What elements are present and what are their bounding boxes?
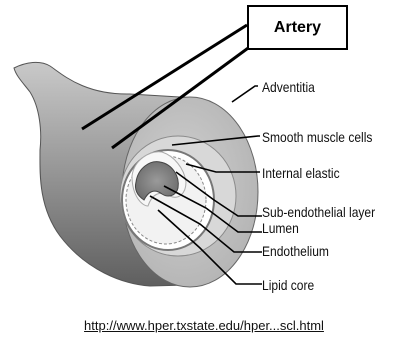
label-adventitia: Adventitia <box>262 79 315 95</box>
title-box: Artery <box>247 5 348 50</box>
label-smooth-muscle-cells: Smooth muscle cells <box>262 129 372 145</box>
label-internal-elastic: Internal elastic <box>262 165 340 181</box>
label-lipid-core: Lipid core <box>262 277 314 293</box>
source-link[interactable]: http://www.hper.txstate.edu/hper...scl.h… <box>34 318 374 333</box>
label-sub-endothelial-layer: Sub-endothelial layer <box>262 204 375 220</box>
label-endothelium: Endothelium <box>262 243 329 259</box>
label-lumen: Lumen <box>262 220 299 236</box>
